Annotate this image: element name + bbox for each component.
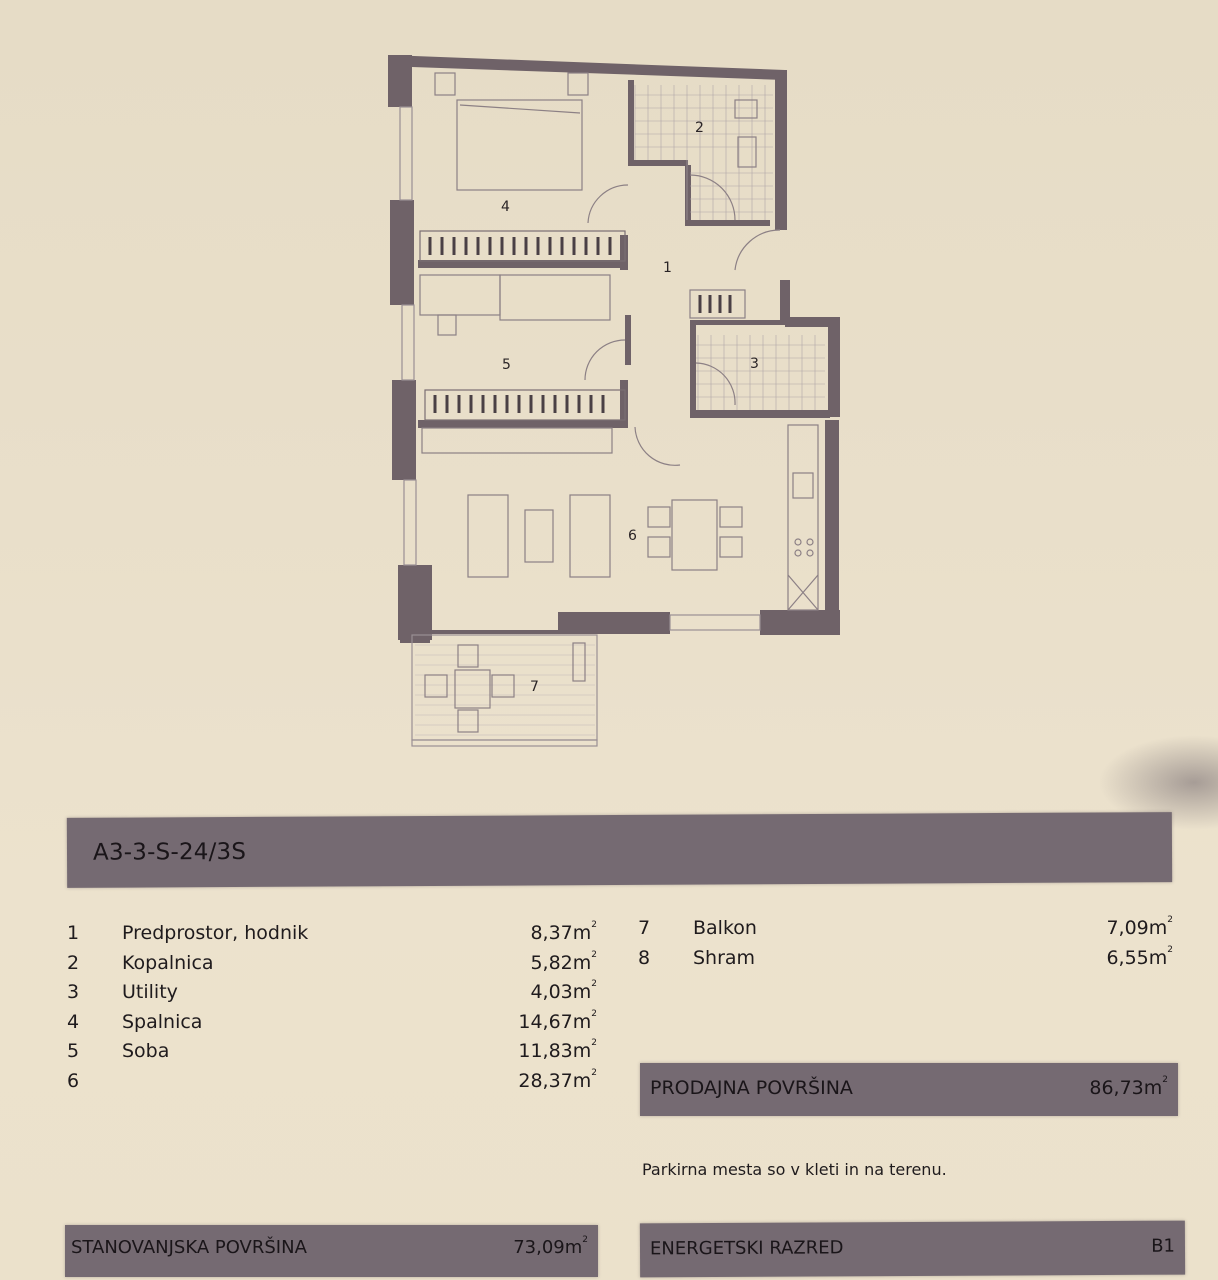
room-area: 6,55m2 [1106,944,1173,969]
room-number: 4 [67,1010,80,1033]
unit-code-bar: A3-3-S-24/3S [66,812,1173,888]
room-area: 14,67m2 [518,1008,597,1033]
room-number: 8 [638,946,651,969]
room-name: Kopalnica [122,951,214,974]
room-number: 5 [67,1040,80,1063]
energy-class-value: B1 [1151,1235,1176,1257]
room-row: 1 Predprostor, hodnik 8,37m2 [67,920,597,952]
room-label-7: 7 [530,679,539,695]
room-list-left: 1 Predprostor, hodnik 8,37m2 2 Kopalnica… [67,920,597,1100]
room-label-1: 1 [663,260,672,276]
room-number: 7 [638,917,651,939]
room-row: 4 Spalnica 14,67m2 [67,1008,597,1041]
room-name: Soba [122,1040,170,1063]
room-number: 2 [67,951,80,974]
energy-class-label: ENERGETSKI RAZRED [649,1237,844,1260]
floor-plan: 1 2 3 4 5 6 7 [380,45,850,755]
room-row: 6 28,37m2 [67,1067,597,1100]
sales-area-label: PRODAJNA POVRŠINA [650,1077,853,1099]
sales-area-bar: PRODAJNA POVRŠINA 86,73m2 [640,1063,1178,1116]
living-area-label: STANOVANJSKA POVRŠINA [71,1237,307,1258]
room-area: 4,03m2 [530,979,597,1004]
room-number: 1 [67,922,80,944]
room-row: 2 Kopalnica 5,82m2 [67,949,597,982]
room-name: Predprostor, hodnik [122,922,309,944]
room-row: 7 Balkon 7,09m2 [638,915,1173,947]
room-row: 3 Utility 4,03m2 [67,979,597,1011]
parking-note: Parkirna mesta so v kleti in na terenu. [642,1160,947,1179]
room-name: Spalnica [122,1010,203,1033]
room-number: 6 [67,1069,80,1092]
room-row: 8 Shram 6,55m2 [638,944,1173,977]
room-area: 7,09m2 [1106,915,1173,939]
room-area: 8,37m2 [530,920,597,944]
floor-plan-drawing: 1 2 3 4 5 6 7 [388,55,840,747]
room-label-4: 4 [501,199,510,215]
room-number: 3 [67,981,80,1004]
living-area-value: 73,09m2 [513,1235,588,1258]
energy-class-bar: ENERGETSKI RAZRED B1 [639,1220,1186,1278]
sales-area-value: 86,73m2 [1089,1075,1168,1099]
room-name: Shram [693,946,756,969]
room-row: 5 Soba 11,83m2 [67,1038,597,1070]
room-label-5: 5 [502,357,511,373]
room-label-2: 2 [695,120,704,136]
room-area: 5,82m2 [530,949,597,974]
room-label-6: 6 [628,528,637,544]
room-name: Balkon [693,917,757,939]
unit-code: A3-3-S-24/3S [92,838,247,866]
room-label-3: 3 [750,356,759,372]
room-list-right: 7 Balkon 7,09m2 8 Shram 6,55m2 [638,915,1173,977]
living-area-bar: STANOVANJSKA POVRŠINA 73,09m2 [65,1225,598,1277]
room-area: 28,37m2 [518,1067,597,1092]
room-name: Utility [122,981,178,1004]
room-area: 11,83m2 [518,1038,597,1063]
